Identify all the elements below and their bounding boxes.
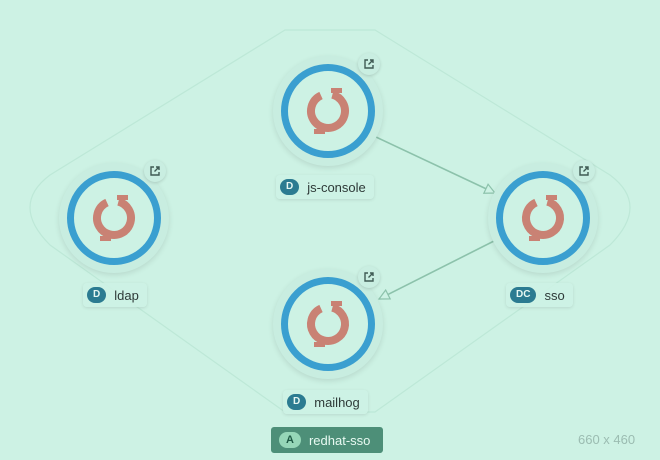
node-name: mailhog	[314, 394, 360, 410]
node-name: js-console	[307, 179, 366, 195]
node-label-sso[interactable]: DC sso	[506, 283, 573, 307]
node-name: ldap	[114, 287, 139, 303]
node-label-mailhog[interactable]: D mailhog	[283, 390, 368, 414]
external-link-icon[interactable]	[573, 160, 595, 182]
external-link-icon[interactable]	[358, 266, 380, 288]
openshift-logo-icon	[93, 195, 135, 241]
deployment-badge: D	[287, 394, 307, 410]
canvas-size-label: 660 x 460	[578, 432, 636, 447]
deploymentconfig-badge: DC	[510, 287, 537, 303]
application-badge: A	[279, 432, 301, 448]
node-label-ldap[interactable]: D ldap	[83, 283, 147, 307]
node-label-js-console[interactable]: D js-console	[276, 175, 374, 199]
deployment-badge: D	[280, 179, 300, 195]
node-ring[interactable]	[496, 171, 590, 265]
edge-js-console-to-sso[interactable]	[375, 136, 495, 193]
node-ring[interactable]	[67, 171, 161, 265]
external-link-icon[interactable]	[358, 53, 380, 75]
openshift-logo-icon	[307, 88, 349, 134]
application-group-outline	[29, 29, 631, 413]
node-ring[interactable]	[281, 64, 375, 158]
node-name: sso	[544, 287, 565, 303]
external-link-icon[interactable]	[144, 160, 166, 182]
deployment-badge: D	[87, 287, 107, 303]
node-ring[interactable]	[281, 277, 375, 371]
application-group-label[interactable]: A redhat-sso	[271, 427, 383, 453]
openshift-logo-icon	[522, 195, 564, 241]
application-name: redhat-sso	[308, 432, 371, 448]
openshift-logo-icon	[307, 301, 349, 347]
edge-sso-to-mailhog[interactable]	[379, 240, 495, 300]
